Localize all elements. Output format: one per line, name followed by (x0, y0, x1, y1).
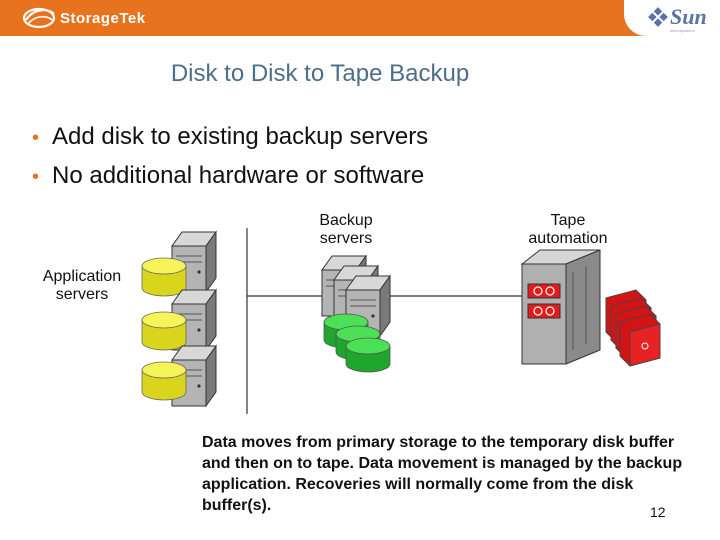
storagetek-swirl-icon (22, 7, 56, 29)
page-number: 12 (650, 504, 666, 520)
sun-wordmark: Sun (670, 4, 707, 29)
tape-library-icon (520, 249, 601, 365)
tape-cartridge-stack (605, 289, 661, 367)
sun-diamond-icon (648, 7, 668, 27)
bullet-item: • Add disk to existing backup servers (32, 118, 428, 157)
slide-title: Disk to Disk to Tape Backup (170, 60, 470, 87)
header-bar (0, 0, 720, 36)
bullet-text: No additional hardware or software (52, 162, 425, 189)
sun-logo: Sun microsystems (648, 5, 712, 33)
backup-server-stack (321, 255, 391, 373)
application-server-1 (141, 231, 217, 297)
storagetek-wordmark: StorageTek (60, 10, 146, 27)
sun-tagline: microsystems (670, 28, 695, 33)
label-backup-servers: Backup servers (319, 212, 373, 247)
bullet-item: • No additional hardware or software (32, 157, 428, 196)
diagram-caption: Data moves from primary storage to the t… (202, 434, 683, 514)
bullet-text: Add disk to existing backup servers (52, 123, 429, 150)
sun-logo-tab (624, 0, 720, 36)
label-application-servers: Application servers (42, 268, 122, 303)
bullet-list: • Add disk to existing backup servers • No… (32, 118, 428, 196)
bullet-glyph: • (32, 166, 40, 188)
application-server-2 (141, 289, 217, 351)
bullet-glyph: • (32, 127, 40, 149)
label-tape-automation: Tape automation (528, 212, 608, 247)
application-server-3 (141, 345, 217, 407)
storagetek-logo: StorageTek (22, 4, 172, 32)
